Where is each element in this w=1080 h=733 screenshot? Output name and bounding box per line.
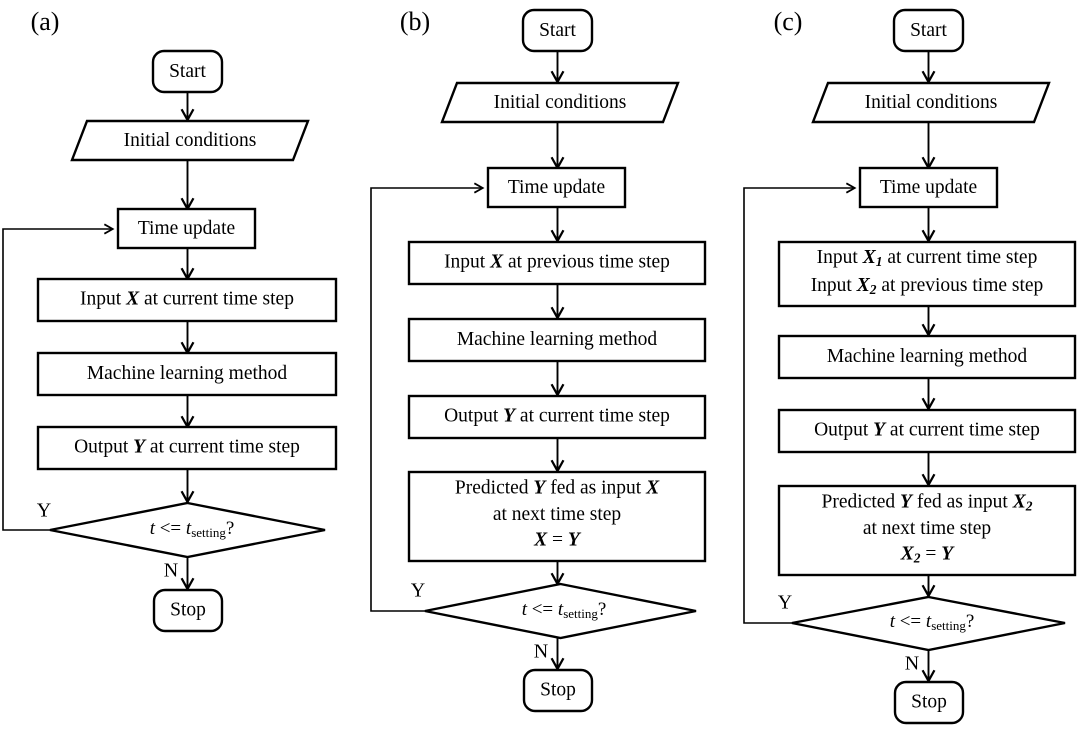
var-y: Y: [503, 406, 517, 427]
node-c-stop[interactable]: [893, 680, 965, 725]
node-b-time-update-label: Time update: [508, 177, 605, 198]
node-c-ml[interactable]: [777, 334, 1077, 380]
node-a-input-label: Input X at current time step: [80, 289, 294, 310]
node-c-input[interactable]: [777, 240, 1077, 308]
var-x: X: [856, 275, 871, 296]
node-a-start-label: Start: [169, 61, 206, 82]
node-a-no-label: N: [164, 560, 178, 582]
node-c-output-label: Output Y at current time step: [814, 420, 1040, 441]
node-b-ml-label: Machine learning method: [457, 329, 658, 350]
node-c-yes-label: Y: [778, 592, 792, 614]
node-b-initial-conditions[interactable]: [440, 81, 680, 124]
edge-b-loop-yes: [370, 182, 485, 612]
panel-c-label: (c): [774, 7, 803, 36]
node-b-stop[interactable]: [522, 668, 594, 713]
node-a-condition-label: t <= tsetting?: [150, 518, 235, 540]
node-c-output[interactable]: [777, 408, 1077, 454]
node-a-initial-conditions[interactable]: [70, 119, 310, 162]
node-a-time-update-label: Time update: [138, 218, 235, 239]
node-b-feed[interactable]: [407, 470, 707, 563]
var-x: X: [533, 530, 548, 551]
node-a-yes-label: Y: [37, 500, 51, 522]
node-b-condition-label: t <= tsetting?: [522, 599, 607, 621]
node-c-feed-line2: at next time step: [863, 518, 991, 539]
node-b-feed-line3: X = Y: [533, 530, 582, 551]
edge-c-loop-yes: [743, 182, 857, 624]
node-b-start-label: Start: [539, 20, 576, 41]
node-b-no-label: N: [534, 641, 548, 663]
var-x: X: [862, 247, 877, 268]
var-y: Y: [568, 530, 582, 551]
node-b-time-update[interactable]: [486, 166, 627, 209]
input-word: Input: [80, 289, 126, 310]
node-c-initial-conditions-label: Initial conditions: [865, 92, 998, 113]
node-c-input-line1: Input X1 at current time step: [817, 247, 1038, 269]
node-c-stop-label: Stop: [911, 691, 947, 712]
node-c-feed[interactable]: [777, 484, 1077, 577]
node-b-output[interactable]: [407, 394, 707, 440]
node-b-feed-line1: Predicted Y fed as input X: [455, 478, 660, 499]
sub-2: 2: [913, 551, 921, 566]
sub-1: 1: [876, 254, 883, 269]
edge-a-loop-yes: [2, 223, 115, 531]
var-y: Y: [873, 420, 887, 441]
var-x: X: [1012, 492, 1027, 513]
node-a-output-label: Output Y at current time step: [74, 437, 300, 458]
var-y: Y: [941, 544, 955, 565]
node-a-ml-label: Machine learning method: [87, 363, 288, 384]
node-b-initial-conditions-label: Initial conditions: [494, 92, 627, 113]
node-c-feed-line3: X2 = Y: [900, 544, 956, 566]
node-c-input-line2: Input X2 at previous time step: [811, 275, 1044, 297]
node-c-feed-line1: Predicted Y fed as input X2: [822, 492, 1033, 514]
node-c-condition-label: t <= tsetting?: [890, 611, 975, 633]
node-b-yes-label: Y: [411, 580, 425, 602]
node-a-stop[interactable]: [152, 588, 224, 633]
panel-b-label: (b): [400, 7, 430, 36]
node-a-ml[interactable]: [36, 351, 338, 397]
node-a-stop-label: Stop: [170, 599, 206, 620]
sub-2: 2: [869, 282, 877, 297]
node-b-stop-label: Stop: [540, 679, 576, 700]
var-x: X: [125, 289, 140, 310]
node-a-time-update[interactable]: [116, 207, 257, 250]
node-b-input-label: Input X at previous time step: [444, 252, 670, 273]
var-y: Y: [900, 492, 914, 513]
node-c-time-update-label: Time update: [880, 177, 977, 198]
panel-a-label: (a): [31, 7, 60, 36]
sub-2: 2: [1025, 499, 1033, 514]
var-x: X: [900, 544, 915, 565]
panel-a: (a) Start Initial conditions Time update…: [2, 7, 338, 633]
node-c-initial-conditions[interactable]: [811, 81, 1051, 124]
var-x: X: [645, 478, 660, 499]
node-c-ml-label: Machine learning method: [827, 346, 1028, 367]
var-y: Y: [533, 478, 547, 499]
var-y: Y: [133, 437, 147, 458]
panel-c: (c) Start Initial conditions Time update…: [743, 7, 1077, 725]
node-a-output[interactable]: [36, 425, 338, 471]
node-b-condition[interactable]: [424, 582, 697, 640]
node-b-output-label: Output Y at current time step: [444, 406, 670, 427]
node-c-no-label: N: [905, 653, 919, 675]
var-x: X: [489, 252, 504, 273]
node-b-ml[interactable]: [407, 317, 707, 363]
node-b-feed-line2: at next time step: [493, 504, 621, 525]
node-c-start-label: Start: [910, 20, 947, 41]
panel-b: (b) Start Initial conditions Time update…: [370, 7, 707, 713]
node-a-initial-conditions-label: Initial conditions: [124, 130, 257, 151]
node-a-input[interactable]: [36, 277, 338, 323]
